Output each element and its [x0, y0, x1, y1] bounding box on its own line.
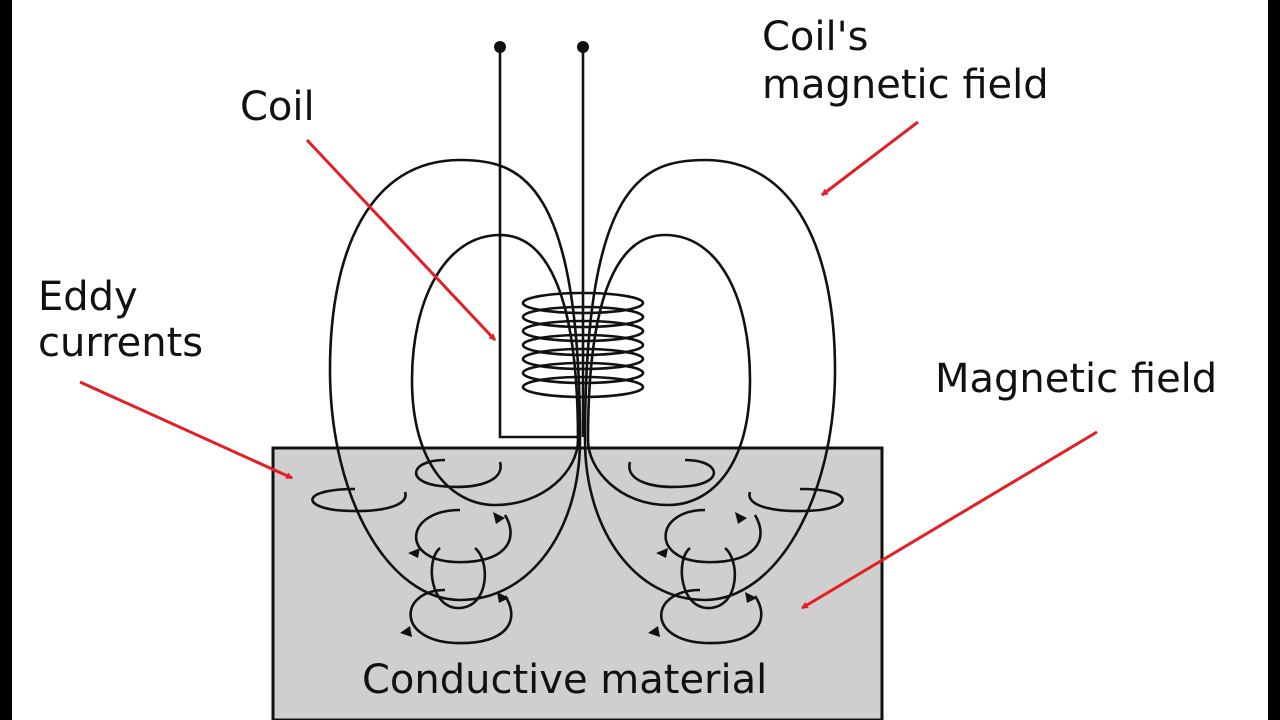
terminal-left	[494, 41, 506, 53]
arrowhead-icon	[497, 592, 509, 603]
arrowhead-icon	[745, 592, 757, 603]
eddy-current-loop-icon	[414, 458, 502, 489]
eddy-current-loop-icon	[430, 546, 487, 610]
eddy-current-loop-icon	[748, 487, 844, 513]
inner-field-loop-left	[410, 233, 580, 507]
terminal-right	[577, 41, 589, 53]
coil-field-label-line1: Coil's	[762, 14, 868, 60]
eddy-current-loop-icon	[660, 588, 763, 645]
eddy-currents-label-line1: Eddy	[38, 274, 138, 320]
eddy-currents-pointer-arrow	[79, 380, 294, 480]
arrowhead-icon	[408, 548, 420, 558]
coil-field-pointer-arrow	[821, 120, 919, 197]
coil-leads	[494, 41, 589, 439]
eddy-current-loops-left	[311, 458, 513, 645]
magnetic-field-pointer-arrow	[800, 430, 1098, 610]
outer-field-loop-left	[328, 158, 582, 602]
eddy-current-loop-icon	[680, 546, 737, 610]
frame-right	[1268, 0, 1280, 720]
eddy-current-loop-icon	[414, 508, 512, 564]
eddy-current-loops-right	[628, 458, 844, 645]
inner-field-loop-right	[586, 233, 752, 507]
coil-pointer-arrow	[305, 138, 497, 342]
eddy-current-loop-icon	[311, 487, 407, 513]
arrowhead-icon	[648, 626, 660, 637]
arrowhead-icon	[493, 512, 505, 524]
frame-left	[0, 0, 12, 720]
arrowhead-icon	[656, 548, 668, 558]
conductive-material-label: Conductive material	[362, 657, 767, 703]
conductive-material-block	[271, 446, 884, 720]
coil-label: Coil	[240, 84, 315, 130]
magnetic-field-label: Magnetic field	[935, 356, 1217, 402]
eddy-current-loop-icon	[628, 458, 716, 489]
arrowhead-icon	[400, 626, 412, 637]
eddy-current-loop-icon	[409, 588, 513, 645]
coil-icon	[521, 291, 645, 399]
eddy-current-loop-icon	[664, 508, 762, 564]
arrowhead-icon	[735, 512, 747, 524]
coil-field-label-line2: magnetic field	[762, 62, 1049, 108]
outer-field-loop-right	[583, 158, 837, 602]
eddy-currents-label-line2: currents	[38, 320, 203, 366]
